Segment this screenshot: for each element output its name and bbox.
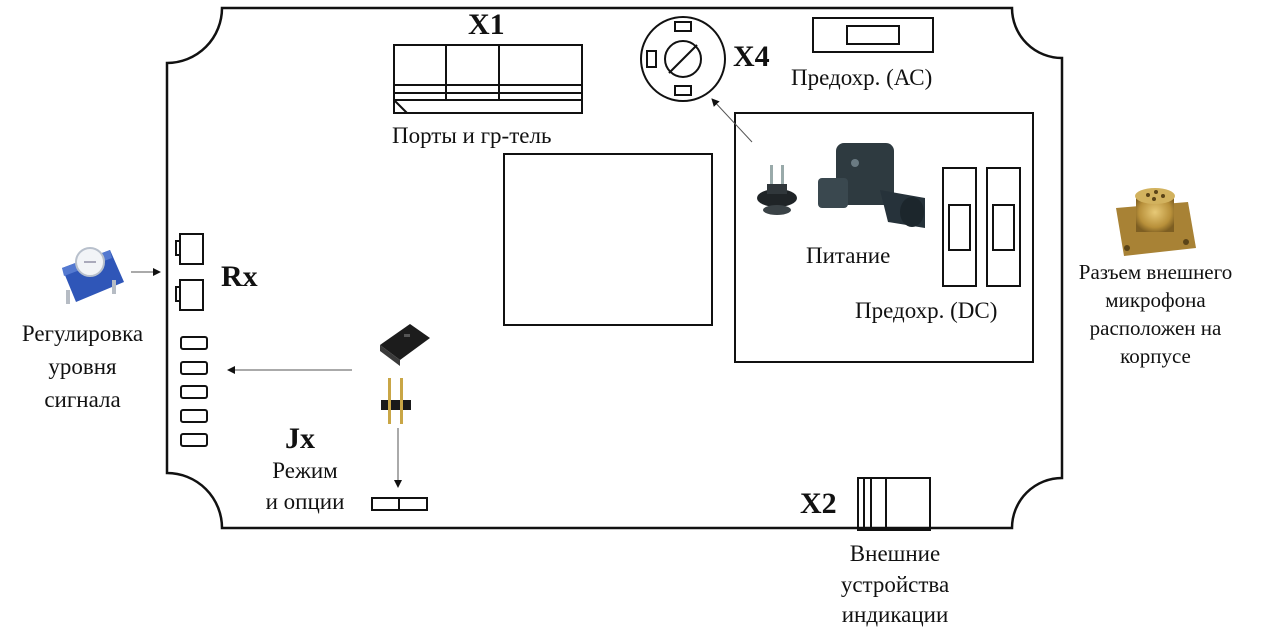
pin-header-photo-icon: [381, 378, 411, 424]
x1-label: X1: [468, 10, 505, 40]
mic-line1: Разъем внешнего: [1073, 262, 1238, 283]
processor-module: [504, 154, 712, 325]
jx-label: Jx: [285, 424, 315, 454]
power-label: Питание: [806, 244, 890, 267]
x2-label: X2: [800, 489, 837, 519]
mode-line2: и опции: [240, 490, 370, 513]
fuse-dc-pair: [943, 168, 1020, 286]
power-plug-photo-icon: [818, 143, 925, 228]
x4-round-connector: [641, 17, 725, 101]
mic-line2: микрофона: [1073, 290, 1238, 311]
x1-terminal-block: [394, 45, 582, 113]
arrow-to-x4: [712, 99, 752, 142]
fuse-dc-label: Предохр. (DC): [855, 299, 997, 322]
indication-line1: Внешние: [820, 542, 970, 565]
level-adjust-line2: уровня: [5, 355, 160, 378]
x2-connector: [858, 478, 930, 530]
x4-label: X4: [733, 42, 770, 72]
jx-footprint: [372, 498, 427, 510]
potentiometer-photo-icon: [62, 248, 124, 304]
level-adjust-line3: сигнала: [5, 388, 160, 411]
rx-label: Rx: [221, 262, 258, 292]
fuse-ac: [813, 18, 933, 52]
indication-line2: устройства: [820, 573, 970, 596]
mic-connector-photo-icon: [1116, 188, 1196, 256]
power-socket-photo-icon: [757, 165, 797, 215]
jumper-footprints: [181, 337, 207, 446]
mode-line1: Режим: [240, 459, 370, 482]
level-adjust-line1: Регулировка: [5, 322, 160, 345]
indication-line3: индикации: [820, 603, 970, 626]
jumper-cap-photo-icon: [380, 324, 430, 366]
mic-line3: расположен на: [1073, 318, 1238, 339]
rx-footprints: [176, 234, 203, 310]
mic-line4: корпусе: [1073, 346, 1238, 367]
fuse-ac-label: Предохр. (АС): [791, 66, 932, 89]
x1-caption: Порты и гр-тель: [392, 124, 551, 147]
